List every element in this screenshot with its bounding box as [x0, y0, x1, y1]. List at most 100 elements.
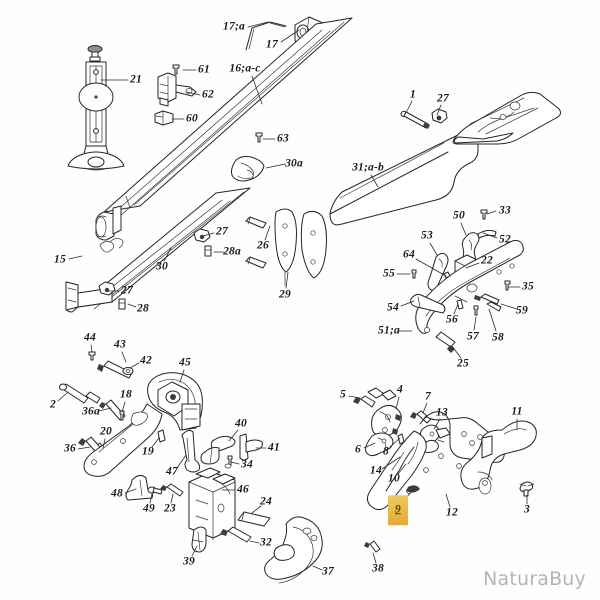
callout-64: 64: [403, 248, 415, 261]
callout-39: 39: [183, 555, 195, 568]
part-23-pin: [160, 483, 184, 497]
part-37-lever: [264, 516, 323, 584]
callout-10: 10: [388, 472, 400, 485]
leader-line-10: [397, 463, 407, 475]
part-25-screw: [435, 331, 456, 353]
leader-line-45: [179, 369, 185, 383]
leader-line-24: [251, 505, 262, 514]
leader-line-62: [185, 91, 201, 96]
part-30a-front-sight: [230, 155, 265, 182]
callout-21: 21: [130, 73, 142, 86]
callout-31-a-b: 31;a-b: [352, 161, 384, 174]
part-59-pins: [474, 293, 502, 312]
leader-line-47: [176, 454, 187, 469]
callout-38: 38: [372, 562, 384, 575]
leader-line-14: [381, 456, 401, 470]
part-27-nut-a: [193, 228, 211, 243]
leader-line-7: [422, 402, 428, 414]
callout-3: 3: [524, 503, 530, 516]
leader-line-4: [395, 396, 400, 410]
leader-line-40: [228, 429, 239, 442]
part-36a-pin: [99, 399, 126, 421]
part-41-link: [239, 433, 263, 461]
leader-line-5: [348, 395, 361, 399]
callout-32: 32: [260, 536, 272, 549]
callout-47: 47: [166, 465, 178, 478]
leader-line-44: [90, 344, 93, 353]
callout-5: 5: [340, 388, 346, 401]
leader-line-53: [429, 242, 438, 256]
leader-line-49: [149, 493, 153, 504]
part-2-rod: [59, 383, 101, 404]
callout-45: 45: [179, 356, 191, 369]
callout-49: 49: [143, 502, 155, 515]
part-55-screw: [411, 269, 417, 279]
callout-41: 41: [268, 441, 280, 454]
callout-40: 40: [235, 417, 247, 430]
callout-51-a: 51;a: [378, 324, 400, 337]
leader-line-54: [400, 300, 415, 307]
leader-line-25: [451, 345, 462, 359]
part-4-sear: [367, 387, 402, 437]
callout-4: 4: [397, 383, 403, 396]
part-32-pin: [220, 526, 252, 543]
part-49-pin: [147, 486, 163, 495]
part-27-nut-c: [431, 108, 448, 124]
leader-line-2: [57, 391, 69, 402]
callout-36a: 36a: [82, 405, 100, 418]
callout-26: 26: [257, 239, 269, 252]
callout-17: 17: [266, 38, 278, 51]
leader-line-56: [453, 303, 459, 315]
part-receiver-tang: [452, 91, 562, 145]
part-48-block: [125, 474, 153, 501]
part-5-pin: [353, 395, 376, 408]
part-17a-hex-wrench: [245, 21, 287, 51]
leader-line-6: [363, 442, 376, 449]
callout-23: 23: [164, 502, 176, 515]
leader-line-13: [433, 418, 441, 430]
callout-36: 36: [64, 442, 76, 455]
callout-60: 60: [186, 112, 198, 125]
part-31-buttstock: [329, 130, 479, 226]
leader-line-29: [285, 271, 289, 289]
part-38-screw: [364, 540, 381, 553]
leader-line-22: [465, 262, 480, 269]
leader-line-20: [102, 438, 106, 449]
callout-13: 13: [436, 406, 448, 419]
callout-9: 9: [388, 495, 408, 525]
callout-58: 58: [492, 331, 504, 344]
leader-line-30a: [265, 163, 286, 169]
callout-29: 29: [279, 288, 291, 301]
part-56-pin: [456, 299, 464, 310]
callout-7: 7: [425, 390, 431, 403]
callout-18: 18: [120, 388, 132, 401]
leader-line-64: [415, 258, 447, 277]
callout-20: 20: [100, 425, 112, 438]
callout-54: 54: [387, 301, 399, 314]
leader-line-33: [486, 210, 497, 215]
part-34-screw: [224, 455, 233, 469]
part-33-screw: [480, 209, 488, 220]
callout-22: 22: [481, 254, 493, 267]
part-28a-pin: [204, 245, 212, 257]
leader-line-18: [121, 401, 126, 413]
callout-30a: 30a: [285, 157, 303, 170]
callout-24: 24: [260, 495, 272, 508]
callout-19: 19: [142, 445, 154, 458]
callout-35: 35: [522, 280, 534, 293]
part-1-screw: [400, 110, 430, 129]
callout-62: 62: [202, 88, 214, 101]
part-61-screw: [172, 64, 180, 75]
callout-55: 55: [383, 267, 395, 280]
part-39-part: [191, 526, 207, 553]
leader-line-1: [405, 100, 413, 114]
part-11-hammer: [460, 420, 537, 495]
leader-line-12: [445, 493, 451, 508]
part-24-bar: [237, 511, 271, 527]
leader-line-52: [482, 232, 498, 239]
leader-line-15: [68, 255, 83, 260]
callout-50: 50: [453, 209, 465, 222]
leader-line-37: [312, 565, 323, 571]
